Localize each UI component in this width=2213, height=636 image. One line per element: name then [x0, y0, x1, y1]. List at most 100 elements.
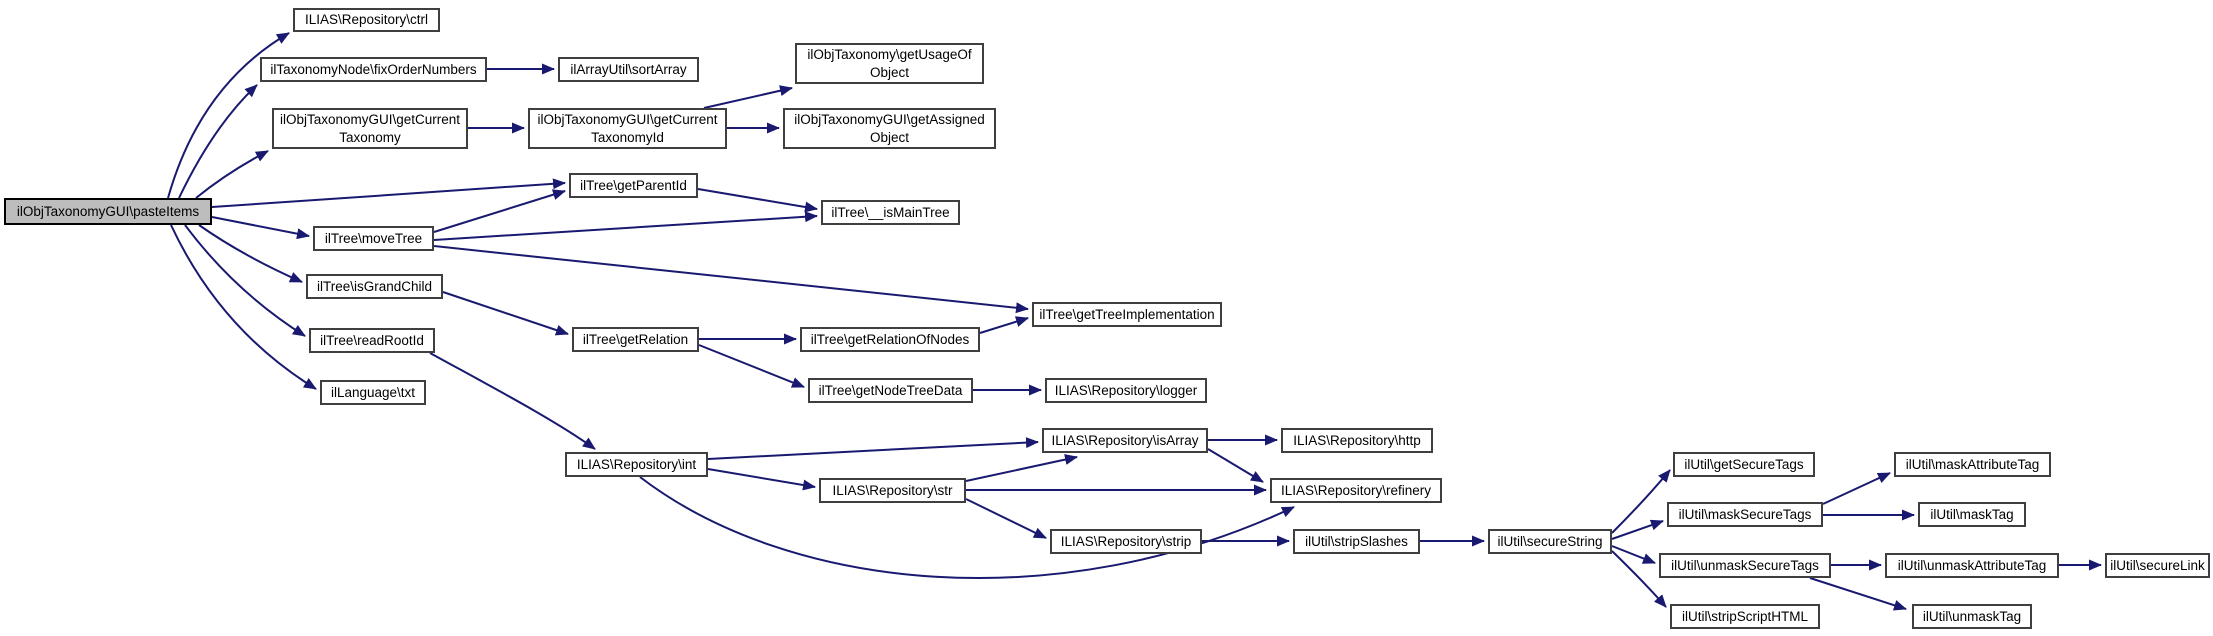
node-str[interactable]: ILIAS\Repository\str [819, 478, 966, 503]
edge-moveTree-to-getTreeImplementation [433, 245, 1029, 314]
edge-readRootId-to-int [429, 352, 596, 450]
edge-isArray-to-refinery [1207, 448, 1264, 483]
edge-getParentId-to-isMainTree [697, 188, 818, 213]
edge-pasteItems-to-txt [170, 224, 317, 390]
edge-pasteItems-to-getCurrentTaxonomy [195, 150, 269, 199]
node-label: TaxonomyId [591, 129, 664, 145]
node-getTreeImplementation[interactable]: ilTree\getTreeImplementation [1032, 302, 1222, 327]
edge-unmaskSecureTags-to-unmaskTag [1809, 577, 1907, 611]
edge-str-to-isArray [965, 454, 1078, 482]
node-fixOrderNumbers[interactable]: ilTaxonomyNode\fixOrderNumbers [260, 57, 487, 82]
node-label: ilTree\getRelationOfNodes [810, 331, 970, 347]
node-label: ilUtil\unmaskSecureTags [1671, 557, 1819, 573]
node-label: ILIAS\Repository\http [1293, 432, 1421, 448]
node-secureString[interactable]: ilUtil\secureString [1488, 529, 1612, 554]
node-label: ilUtil\unmaskTag [1922, 608, 2022, 624]
node-label: ILIAS\Repository\refinery [1280, 482, 1432, 498]
node-stripScriptHTML[interactable]: ilUtil\stripScriptHTML [1670, 604, 1820, 629]
node-isMainTree[interactable]: ilTree\__isMainTree [821, 200, 960, 225]
node-maskSecureTags[interactable]: ilUtil\maskSecureTags [1667, 502, 1823, 527]
node-label: ilTree\getTreeImplementation [1039, 306, 1215, 322]
node-secureLink[interactable]: ilUtil\secureLink [2105, 553, 2210, 578]
node-http[interactable]: ILIAS\Repository\http [1281, 428, 1433, 453]
node-int[interactable]: ILIAS\Repository\int [565, 452, 708, 477]
node-label: ilTree\__isMainTree [831, 204, 950, 220]
edge-secureString-to-unmaskSecureTags [1611, 545, 1656, 564]
node-label: ILIAS\Repository\logger [1054, 382, 1198, 398]
node-label: ilTree\getParentId [580, 177, 687, 193]
edge-maskSecureTags-to-maskAttributeTag [1822, 472, 1891, 505]
edge-pasteItems-to-getParentId [211, 178, 566, 208]
node-label: ILIAS\Repository\ctrl [304, 12, 429, 27]
edge-moveTree-to-isMainTree [433, 211, 818, 241]
node-label: ilUtil\getSecureTags [1684, 456, 1804, 472]
node-label: ilObjTaxonomyGUI\pasteItems [16, 203, 200, 219]
node-readRootId[interactable]: ilTree\readRootId [309, 328, 435, 353]
node-unmaskTag[interactable]: ilUtil\unmaskTag [1912, 604, 2032, 629]
node-isGrandChild[interactable]: ilTree\isGrandChild [306, 274, 443, 299]
node-maskAttributeTag[interactable]: ilUtil\maskAttributeTag [1894, 452, 2051, 477]
node-moveTree[interactable]: ilTree\moveTree [313, 226, 434, 251]
node-getRelationOfNodes[interactable]: ilTree\getRelationOfNodes [800, 327, 980, 352]
edge-secureString-to-getSecureTags [1611, 469, 1671, 534]
node-isArray[interactable]: ILIAS\Repository\isArray [1042, 428, 1208, 453]
node-maskTag[interactable]: ilUtil\maskTag [1918, 502, 2026, 527]
node-label: ILIAS\Repository\isArray [1051, 432, 1199, 448]
node-logger[interactable]: ILIAS\Repository\logger [1045, 378, 1207, 403]
node-label: Object [869, 64, 910, 80]
edge-pasteItems-to-moveTree [211, 216, 310, 240]
node-label: ilTree\readRootId [320, 332, 424, 348]
node-getSecureTags[interactable]: ilUtil\getSecureTags [1673, 452, 1815, 477]
node-label: ilTree\isGrandChild [316, 278, 433, 294]
node-refinery[interactable]: ILIAS\Repository\refinery [1270, 478, 1442, 503]
node-label: ilUtil\secureLink [2110, 557, 2205, 573]
edge-secureString-to-stripScriptHTML [1611, 550, 1667, 608]
node-label: ilUtil\maskAttributeTag [1905, 456, 2040, 472]
edge-int-to-isArray [707, 437, 1039, 460]
node-getRelation[interactable]: ilTree\getRelation [572, 327, 699, 352]
edge-str-to-strip [965, 498, 1047, 539]
edge-getRelation-to-getNodeTreeData [698, 344, 805, 388]
node-label: ilTaxonomyNode\fixOrderNumbers [270, 61, 477, 77]
node-label: ilObjTaxonomy\getUsageOf [807, 46, 972, 62]
node-getParentId[interactable]: ilTree\getParentId [569, 173, 698, 198]
node-label: ilTree\getNodeTreeData [818, 382, 963, 398]
edge-getCurrentTaxonomyId-to-getUsageOfObject [703, 85, 793, 109]
node-label: ilUtil\maskSecureTags [1678, 506, 1812, 522]
edge-pasteItems-to-readRootId [184, 224, 306, 337]
edge-pasteItems-to-ctrl [167, 32, 290, 199]
node-txt[interactable]: ilLanguage\txt [320, 380, 426, 405]
node-label: ilUtil\maskTag [1930, 506, 2014, 522]
node-label: ilTree\moveTree [324, 230, 423, 246]
node-label: ILIAS\Repository\int [576, 456, 697, 472]
edge-moveTree-to-getParentId [433, 189, 566, 233]
edge-secureString-to-maskSecureTags [1611, 519, 1664, 540]
edge-pasteItems-to-isGrandChild [198, 224, 303, 283]
node-unmaskAttributeTag[interactable]: ilUtil\unmaskAttributeTag [1885, 553, 2059, 578]
node-label: ilUtil\secureString [1497, 533, 1603, 549]
node-unmaskSecureTags[interactable]: ilUtil\unmaskSecureTags [1659, 553, 1831, 578]
node-label: ilObjTaxonomyGUI\getAssigned [794, 111, 985, 127]
node-label: Object [869, 129, 910, 145]
node-label: ilObjTaxonomyGUI\getCurrent [537, 111, 718, 127]
node-label: ILIAS\Repository\strip [1060, 533, 1192, 549]
node-label: Taxonomy [339, 129, 401, 145]
node-ctrl[interactable]: ILIAS\Repository\ctrl [293, 8, 440, 32]
node-sortArray[interactable]: ilArrayUtil\sortArray [558, 57, 699, 82]
node-label: ilLanguage\txt [330, 384, 416, 400]
edge-pasteItems-to-fixOrderNumbers [178, 84, 258, 199]
node-label: ilObjTaxonomyGUI\getCurrent [279, 111, 461, 127]
node-getNodeTreeData[interactable]: ilTree\getNodeTreeData [808, 378, 973, 403]
node-stripSlashes[interactable]: ilUtil\stripSlashes [1293, 529, 1420, 554]
node-label: ilArrayUtil\sortArray [570, 61, 687, 77]
edge-getRelationOfNodes-to-getTreeImplementation [979, 316, 1029, 334]
edge-isGrandChild-to-getRelation [442, 291, 569, 336]
edge-int-to-str [707, 468, 816, 491]
node-pasteItems: ilObjTaxonomyGUI\pasteItems [4, 198, 212, 225]
node-strip[interactable]: ILIAS\Repository\strip [1050, 529, 1202, 554]
